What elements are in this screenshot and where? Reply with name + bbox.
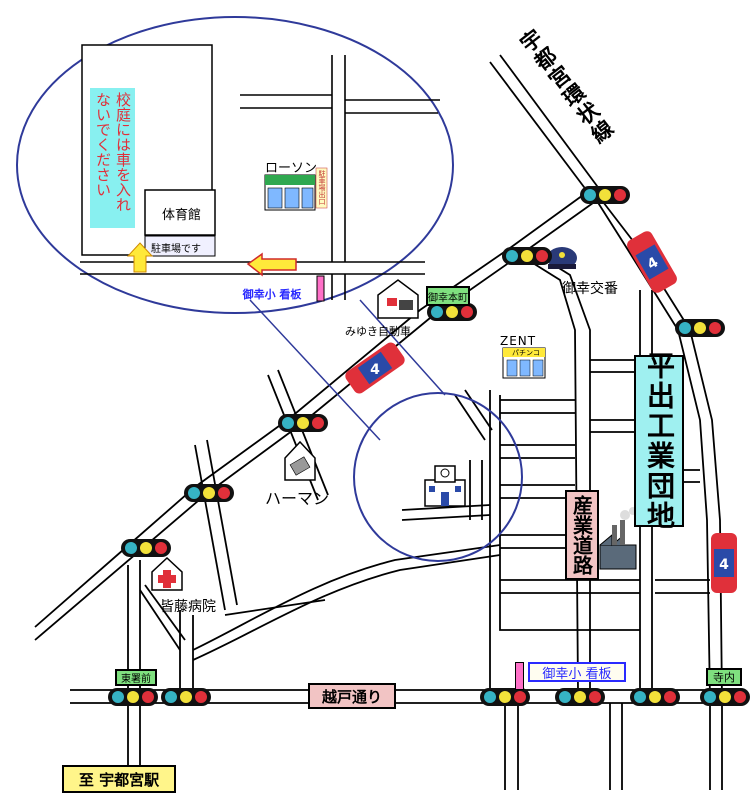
svg-text:4: 4 (370, 362, 380, 378)
traffic-signal-icon (427, 303, 477, 321)
roads (34, 54, 740, 790)
traffic-signal-icon (555, 688, 605, 706)
school-icon (424, 465, 466, 507)
to-station-label: 至 宇都宮駅 (62, 765, 176, 793)
gym-label: 体育館 (162, 208, 202, 223)
zent-sign-label: パチンコ (512, 349, 540, 357)
hospital-icon (151, 556, 183, 591)
hospital-label: 皆藤病院 (160, 599, 216, 615)
parking-label: 駐車場です (151, 244, 201, 255)
traffic-signal-icon (278, 414, 328, 432)
traffic-signal-icon (480, 688, 530, 706)
expressway-road (499, 54, 601, 191)
harman-label: ハーマン (265, 489, 330, 508)
harman-icon (284, 440, 316, 481)
industrial-park-label: 平出工業団地 (634, 351, 684, 531)
parking-box (144, 235, 216, 257)
kotoban-label: 御幸交番 (562, 281, 618, 297)
traffic-signal-icon (630, 688, 680, 706)
traffic-signal-icon (121, 539, 171, 557)
inset-connector (249, 299, 381, 441)
arrow-up-icon (126, 242, 154, 273)
traffic-signal-icon (108, 688, 158, 706)
terauchi-label: 寺内 (706, 668, 742, 686)
lawson-label: ローソン (265, 161, 318, 176)
svg-text:4: 4 (719, 557, 729, 573)
mitsuhide-intersection-label: 御幸本町 (426, 286, 470, 306)
traffic-signal-icon (161, 688, 211, 706)
factory-icon (599, 507, 637, 570)
koshido-label: 越戸通り (308, 683, 396, 709)
inset-map (16, 16, 454, 314)
notice-label: 校庭には車を入れないでください (94, 92, 132, 212)
traffic-signals (108, 186, 750, 706)
route4-shield-icons: 4 4 4 (345, 231, 737, 593)
school-sign-bottom-label: 御幸小 看板 (528, 662, 626, 682)
lawson-sign-label: 駐車場出口 (318, 170, 326, 205)
police-cap-icon (547, 247, 577, 269)
traffic-signal-icon (184, 484, 234, 502)
car-shop-icon (377, 279, 419, 319)
east-police-label: 東署前 (115, 669, 157, 686)
zent-store-icon (502, 347, 546, 379)
school-focus-circle (353, 392, 523, 562)
traffic-signal-icon (700, 688, 750, 706)
school-sign-marker (515, 662, 524, 690)
traffic-signal-icon (580, 186, 630, 204)
traffic-signal-icon (502, 247, 552, 265)
arrow-left-icon (246, 252, 297, 277)
inset-school-sign-label: 御幸小 看板 (232, 287, 312, 301)
zent-label: ZENT (500, 334, 537, 348)
industrial-road-label: 産業道路 (565, 490, 599, 580)
notice-box (90, 88, 135, 228)
car-shop-label: みゆき自動車 (345, 325, 411, 338)
gym-building (144, 189, 216, 236)
traffic-signal-icon (675, 319, 725, 337)
